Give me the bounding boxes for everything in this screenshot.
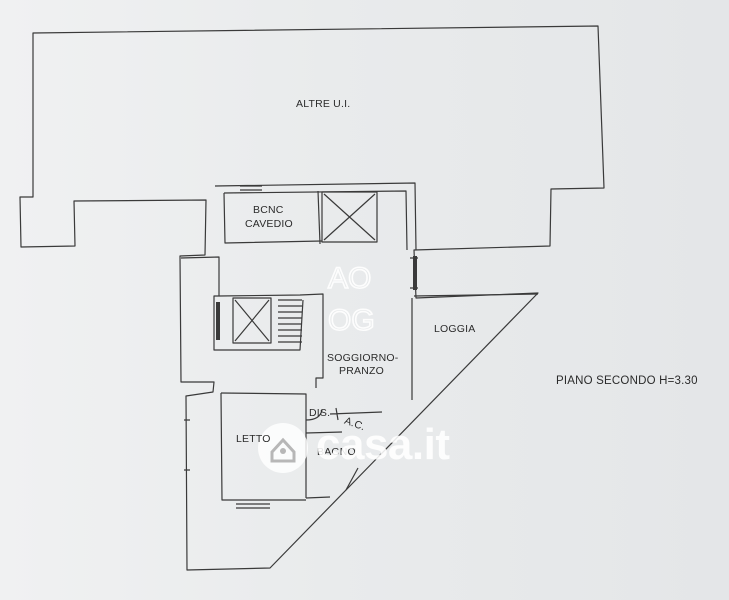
corridor-wall bbox=[218, 293, 324, 388]
letto-inner bbox=[220, 392, 306, 501]
loggia-glass bbox=[413, 293, 539, 297]
cavedio-divider bbox=[317, 190, 321, 245]
floor-label: PIANO SECONDO H=3.30 bbox=[556, 375, 698, 387]
casa-logo-icon bbox=[258, 423, 308, 473]
core-wall-inner bbox=[223, 190, 408, 251]
window-bottom bbox=[236, 503, 270, 509]
window-letto bbox=[184, 419, 190, 471]
window-top bbox=[240, 185, 262, 191]
core-wall bbox=[214, 182, 417, 251]
bagno-wall bbox=[305, 431, 343, 499]
shaft-x bbox=[323, 193, 376, 241]
agency-letters-top: AO bbox=[328, 262, 371, 295]
room-label-soggiorno: SOGGIORNO- bbox=[327, 352, 399, 364]
room-label-bagno: BAGNO bbox=[317, 446, 356, 458]
wall-fragment bbox=[216, 302, 220, 340]
dis-door bbox=[329, 407, 383, 421]
outer-wall bbox=[19, 25, 605, 571]
wall-fragment-2 bbox=[413, 256, 417, 290]
room-label-bcnc: BCNC bbox=[253, 204, 284, 216]
room-label-dis: DIS. bbox=[309, 407, 331, 419]
lift-box bbox=[232, 297, 272, 344]
cavedio-wall bbox=[223, 192, 323, 244]
room-label-letto: LETTO bbox=[236, 433, 271, 445]
room-label-pranzo: PRANZO bbox=[339, 365, 384, 377]
shaft-box bbox=[321, 191, 378, 243]
stair-wall bbox=[180, 256, 304, 351]
door-swing bbox=[305, 409, 323, 421]
letto-wall bbox=[220, 392, 307, 498]
room-label-cavedio: CAVEDIO bbox=[245, 218, 293, 230]
lift-x bbox=[234, 299, 270, 342]
agency-letters-bottom: OG bbox=[328, 304, 375, 337]
casa-it-watermark: casa.it bbox=[316, 420, 450, 469]
room-label-altre-ui: ALTRE U.I. bbox=[296, 98, 351, 110]
window-bagno bbox=[345, 467, 359, 491]
room-label-loggia: LOGGIA bbox=[434, 323, 476, 335]
stair-steps bbox=[278, 299, 302, 343]
agency-watermark: AO OG bbox=[327, 261, 375, 338]
